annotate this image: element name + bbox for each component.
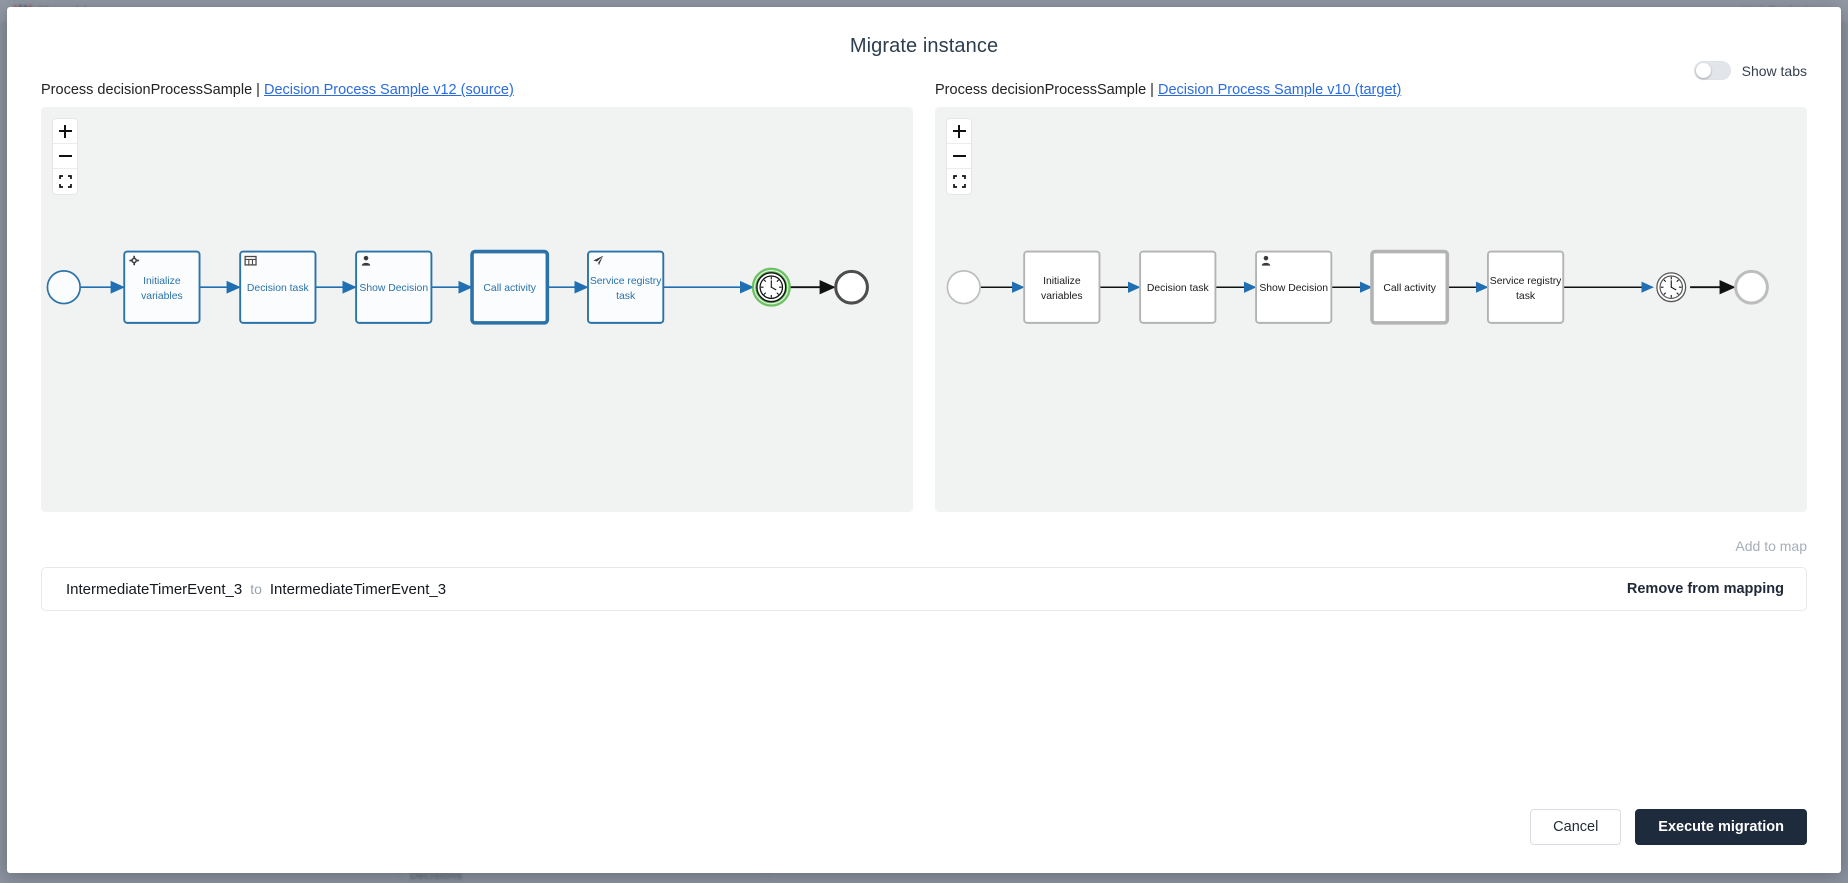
svg-text:Decision task: Decision task (1147, 283, 1210, 294)
svg-text:Service registry: Service registry (1490, 276, 1562, 287)
user-icon (361, 255, 371, 266)
source-diagram-panel[interactable]: Initialize variables Decision task (41, 107, 913, 512)
mapping-source-element: IntermediateTimerEvent_3 (66, 580, 243, 598)
add-to-map-row: Add to map (7, 538, 1841, 556)
execute-migration-button[interactable]: Execute migration (1635, 809, 1807, 845)
clock-icon (760, 276, 782, 298)
zoom-out-icon[interactable] (947, 144, 971, 169)
fit-to-screen-icon[interactable] (53, 169, 77, 194)
svg-text:Show Decision: Show Decision (359, 283, 428, 294)
panel-headers: Process decisionProcessSample | Decision… (7, 82, 1841, 98)
fit-to-screen-icon[interactable] (947, 169, 971, 194)
show-tabs-toggle-row: Show tabs (1693, 61, 1807, 80)
mapping-row: IntermediateTimerEvent_3 to Intermediate… (41, 567, 1807, 611)
toggle-knob (1695, 63, 1711, 78)
source-definition-link[interactable]: Decision Process Sample v12 (source) (263, 82, 514, 98)
cancel-button[interactable]: Cancel (1530, 809, 1622, 845)
node-start-event (946, 270, 981, 305)
svg-text:Call activity: Call activity (1383, 283, 1436, 294)
zoom-out-icon[interactable] (53, 144, 77, 169)
node-decision-task: Decision task (239, 250, 317, 324)
background-cell-empty (0, 869, 400, 883)
source-process-prefix: Process decisionProcessSample | (41, 82, 264, 98)
svg-text:variables: variables (1041, 291, 1083, 302)
mapping-to-label: to (250, 581, 262, 597)
zoom-in-icon[interactable] (53, 119, 77, 144)
target-bpmn-diagram: Initialize variables Decision task Show … (946, 249, 1769, 325)
source-bpmn-diagram: Initialize variables Decision task (46, 249, 869, 325)
modal-footer: Cancel Execute migration (1530, 809, 1807, 845)
user-icon (1261, 255, 1271, 266)
node-service-registry-task: Service registry task (587, 250, 665, 324)
node-start-event (46, 270, 81, 305)
node-end-event (834, 269, 869, 305)
svg-text:Initialize: Initialize (143, 276, 181, 287)
svg-text:Initialize: Initialize (1043, 276, 1081, 287)
svg-text:task: task (1516, 291, 1536, 302)
node-service-registry-task: Service registry task (1486, 250, 1565, 324)
node-intermediate-timer-event (1656, 272, 1687, 303)
svg-text:Call activity: Call activity (483, 283, 536, 294)
mapping-list: IntermediateTimerEvent_3 to Intermediate… (7, 567, 1841, 611)
show-tabs-label: Show tabs (1741, 62, 1807, 79)
table-icon (244, 255, 257, 266)
svg-text:Decision task: Decision task (247, 283, 310, 294)
migrate-instance-modal: Migrate instance Show tabs Process decis… (7, 7, 1841, 873)
node-decision-task: Decision task (1139, 250, 1217, 324)
background-cell-decisions: Decisions (400, 869, 770, 883)
node-call-activity: Call activity (470, 249, 550, 325)
node-user-task-show-decision: Show Decision (355, 250, 433, 324)
svg-text:variables: variables (141, 291, 183, 302)
send-icon (593, 255, 604, 266)
node-service-task-initialize-variables: Initialize variables (123, 250, 201, 324)
target-process-prefix: Process decisionProcessSample | (935, 82, 1158, 98)
diagram-panels: Initialize variables Decision task (7, 107, 1841, 512)
node-service-task-initialize-variables: Initialize variables (1023, 250, 1101, 324)
show-tabs-toggle[interactable] (1693, 61, 1731, 80)
node-intermediate-timer-event (751, 267, 791, 307)
target-panel-header: Process decisionProcessSample | Decision… (935, 82, 1807, 98)
svg-text:Service registry: Service registry (590, 276, 662, 287)
source-panel-header: Process decisionProcessSample | Decision… (41, 82, 913, 98)
node-end-event (1734, 269, 1769, 305)
mapping-target-element: IntermediateTimerEvent_3 (269, 580, 447, 598)
target-definition-link[interactable]: Decision Process Sample v10 (target) (1157, 82, 1402, 98)
gear-icon (129, 255, 139, 266)
remove-from-mapping-button[interactable]: Remove from mapping (1626, 581, 1784, 597)
svg-text:task: task (616, 291, 636, 302)
zoom-in-icon[interactable] (947, 119, 971, 144)
node-user-task-show-decision: Show Decision (1255, 250, 1333, 324)
add-to-map-button[interactable]: Add to map (1735, 538, 1807, 554)
target-zoom-controls (947, 119, 971, 194)
target-diagram-panel[interactable]: Initialize variables Decision task Show … (935, 107, 1807, 512)
svg-text:Show Decision: Show Decision (1259, 283, 1328, 294)
modal-title: Migrate instance (849, 35, 999, 57)
node-call-activity: Call activity (1370, 249, 1450, 325)
clock-icon (1660, 276, 1682, 298)
source-zoom-controls (53, 119, 77, 194)
